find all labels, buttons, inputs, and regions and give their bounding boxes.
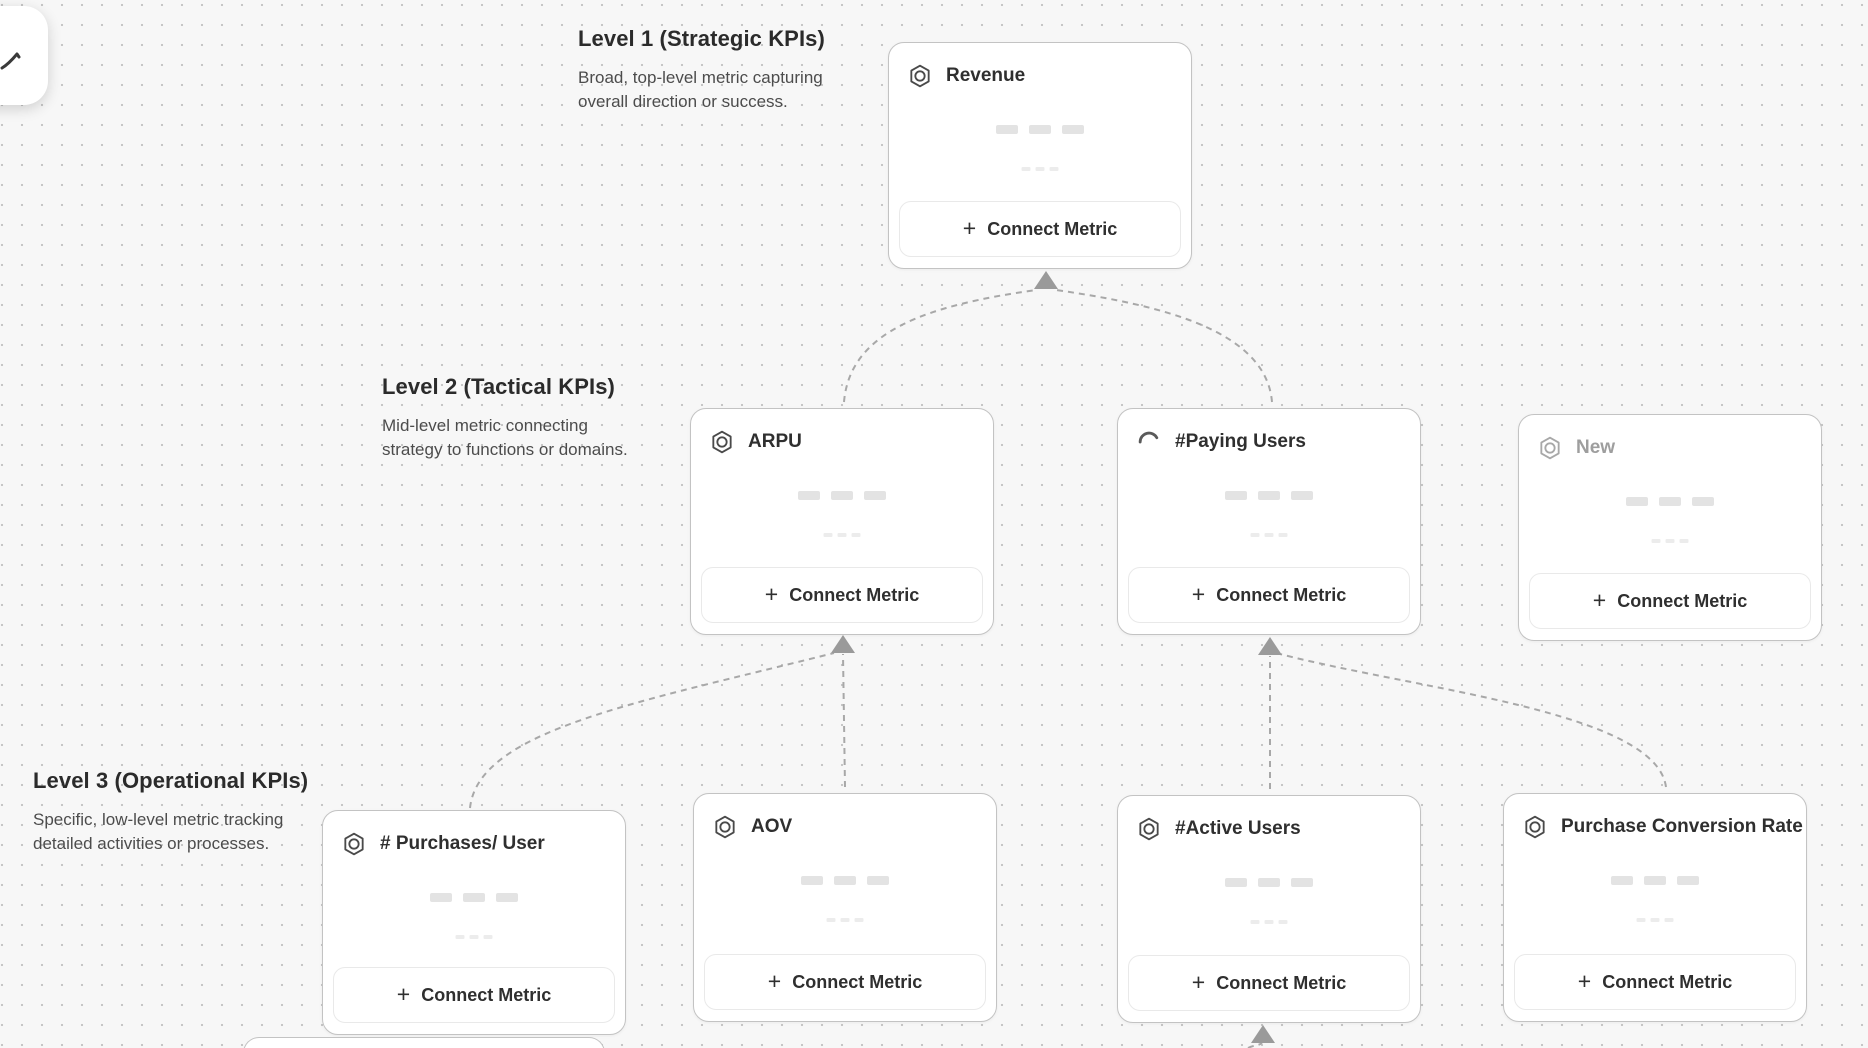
card-header: Revenue: [889, 43, 1191, 89]
connector-offscreen-active: [1247, 1042, 1263, 1048]
arrowhead-arpu: [831, 635, 855, 653]
metric-card-title: # Purchases/ User: [380, 833, 545, 854]
plus-icon: +: [1592, 586, 1607, 613]
plus-icon: +: [1577, 967, 1592, 994]
connect-metric-button[interactable]: + Connect Metric: [1128, 955, 1410, 1011]
plus-icon: +: [764, 580, 779, 607]
connect-metric-button[interactable]: + Connect Metric: [704, 954, 986, 1010]
level-3-description: Specific, low-level metric tracking deta…: [33, 810, 284, 853]
card-header: ARPU: [691, 409, 993, 455]
level-1-description: Broad, top-level metric capturing overal…: [578, 68, 823, 111]
connector-purchases-arpu: [469, 652, 835, 809]
hexagon-metric-icon: [709, 429, 735, 455]
metric-card-new[interactable]: New + Connect Metric: [1518, 414, 1822, 641]
connect-metric-label: Connect Metric: [1617, 590, 1748, 611]
skeleton-placeholder: [798, 491, 886, 500]
hexagon-metric-icon: [907, 63, 933, 89]
metric-card-title: Revenue: [946, 65, 1026, 86]
level-3-label: Level 3 (Operational KPIs) Specific, low…: [33, 768, 309, 856]
skeleton-placeholder: [1250, 533, 1288, 537]
connector-aov-arpu: [842, 653, 846, 788]
hexagon-metric-icon: [341, 831, 367, 857]
select-tool-button[interactable]: [0, 6, 48, 105]
connect-metric-button[interactable]: + Connect Metric: [1128, 567, 1410, 623]
connect-metric-button[interactable]: + Connect Metric: [333, 967, 615, 1023]
connect-metric-label: Connect Metric: [1216, 584, 1347, 605]
card-header: New: [1519, 415, 1821, 461]
arrowhead-paying: [1258, 637, 1282, 655]
metric-card-purchase-conversion-rate[interactable]: Purchase Conversion Rate + Connect Metri…: [1503, 793, 1807, 1022]
metric-card-paying-users[interactable]: #Paying Users + Connect Metric: [1117, 408, 1421, 635]
metric-card-aov[interactable]: AOV + Connect Metric: [693, 793, 997, 1022]
cursor-icon: [0, 52, 21, 70]
skeleton-placeholder: [1611, 876, 1699, 885]
hexagon-metric-icon: [1537, 435, 1563, 461]
plus-icon: +: [1191, 968, 1206, 995]
connect-metric-label: Connect Metric: [987, 218, 1118, 239]
metric-card-title: New: [1576, 437, 1616, 458]
skeleton-placeholder: [1250, 920, 1288, 924]
metric-card-title: #Active Users: [1175, 818, 1301, 839]
connector-pcr-paying: [1279, 653, 1667, 788]
connector-paying-revenue: [1055, 289, 1273, 403]
connect-metric-label: Connect Metric: [1602, 971, 1733, 992]
metric-card-title: ARPU: [748, 431, 802, 452]
card-header: #Active Users: [1118, 796, 1420, 842]
arrowhead-active: [1251, 1025, 1275, 1043]
card-header: # Purchases/ User: [323, 811, 625, 857]
skeleton-placeholder: [1225, 878, 1313, 887]
metric-card-title: AOV: [751, 816, 793, 837]
connect-metric-label: Connect Metric: [789, 584, 920, 605]
card-header: Purchase Conversion Rate: [1504, 794, 1806, 840]
skeleton-placeholder: [455, 935, 493, 939]
card-header: #Paying Users: [1118, 409, 1420, 455]
plus-icon: +: [767, 967, 782, 994]
connect-metric-button[interactable]: + Connect Metric: [1514, 954, 1796, 1010]
metric-card-title: Purchase Conversion Rate: [1561, 816, 1803, 837]
skeleton-placeholder: [430, 893, 518, 902]
level-1-title: Level 1 (Strategic KPIs): [578, 26, 825, 51]
connect-metric-button[interactable]: + Connect Metric: [1529, 573, 1811, 629]
connect-metric-label: Connect Metric: [792, 971, 923, 992]
level-2-description: Mid-level metric connecting strategy to …: [382, 416, 628, 459]
skeleton-placeholder: [996, 125, 1084, 134]
connector-arpu-revenue: [843, 289, 1037, 403]
metric-card-partial[interactable]: [243, 1037, 605, 1048]
metric-card-revenue[interactable]: Revenue + Connect Metric: [888, 42, 1192, 269]
connect-metric-label: Connect Metric: [421, 984, 552, 1005]
metric-card-title: #Paying Users: [1175, 431, 1306, 452]
metric-card-arpu[interactable]: ARPU + Connect Metric: [690, 408, 994, 635]
arrowhead-revenue: [1034, 271, 1058, 289]
skeleton-placeholder: [1021, 167, 1059, 171]
card-header: AOV: [694, 794, 996, 840]
metric-card-active-users[interactable]: #Active Users + Connect Metric: [1117, 795, 1421, 1023]
level-3-title: Level 3 (Operational KPIs): [33, 768, 309, 793]
connect-metric-button[interactable]: + Connect Metric: [899, 201, 1181, 257]
skeleton-placeholder: [823, 533, 861, 537]
skeleton-placeholder: [826, 918, 864, 922]
spinner-icon: [1136, 429, 1162, 455]
skeleton-placeholder: [801, 876, 889, 885]
level-2-label: Level 2 (Tactical KPIs) Mid-level metric…: [382, 374, 644, 462]
connect-metric-button[interactable]: + Connect Metric: [701, 567, 983, 623]
skeleton-placeholder: [1636, 918, 1674, 922]
skeleton-placeholder: [1626, 497, 1714, 506]
level-2-title: Level 2 (Tactical KPIs): [382, 374, 615, 399]
plus-icon: +: [396, 980, 411, 1007]
plus-icon: +: [1191, 580, 1206, 607]
hexagon-metric-icon: [1136, 816, 1162, 842]
hexagon-metric-icon: [712, 814, 738, 840]
metric-card-purchases-per-user[interactable]: # Purchases/ User + Connect Metric: [322, 810, 626, 1035]
hexagon-metric-icon: [1522, 814, 1548, 840]
connect-metric-label: Connect Metric: [1216, 972, 1347, 993]
level-1-label: Level 1 (Strategic KPIs) Broad, top-leve…: [578, 26, 836, 114]
skeleton-placeholder: [1225, 491, 1313, 500]
skeleton-placeholder: [1651, 539, 1689, 543]
plus-icon: +: [962, 214, 977, 241]
